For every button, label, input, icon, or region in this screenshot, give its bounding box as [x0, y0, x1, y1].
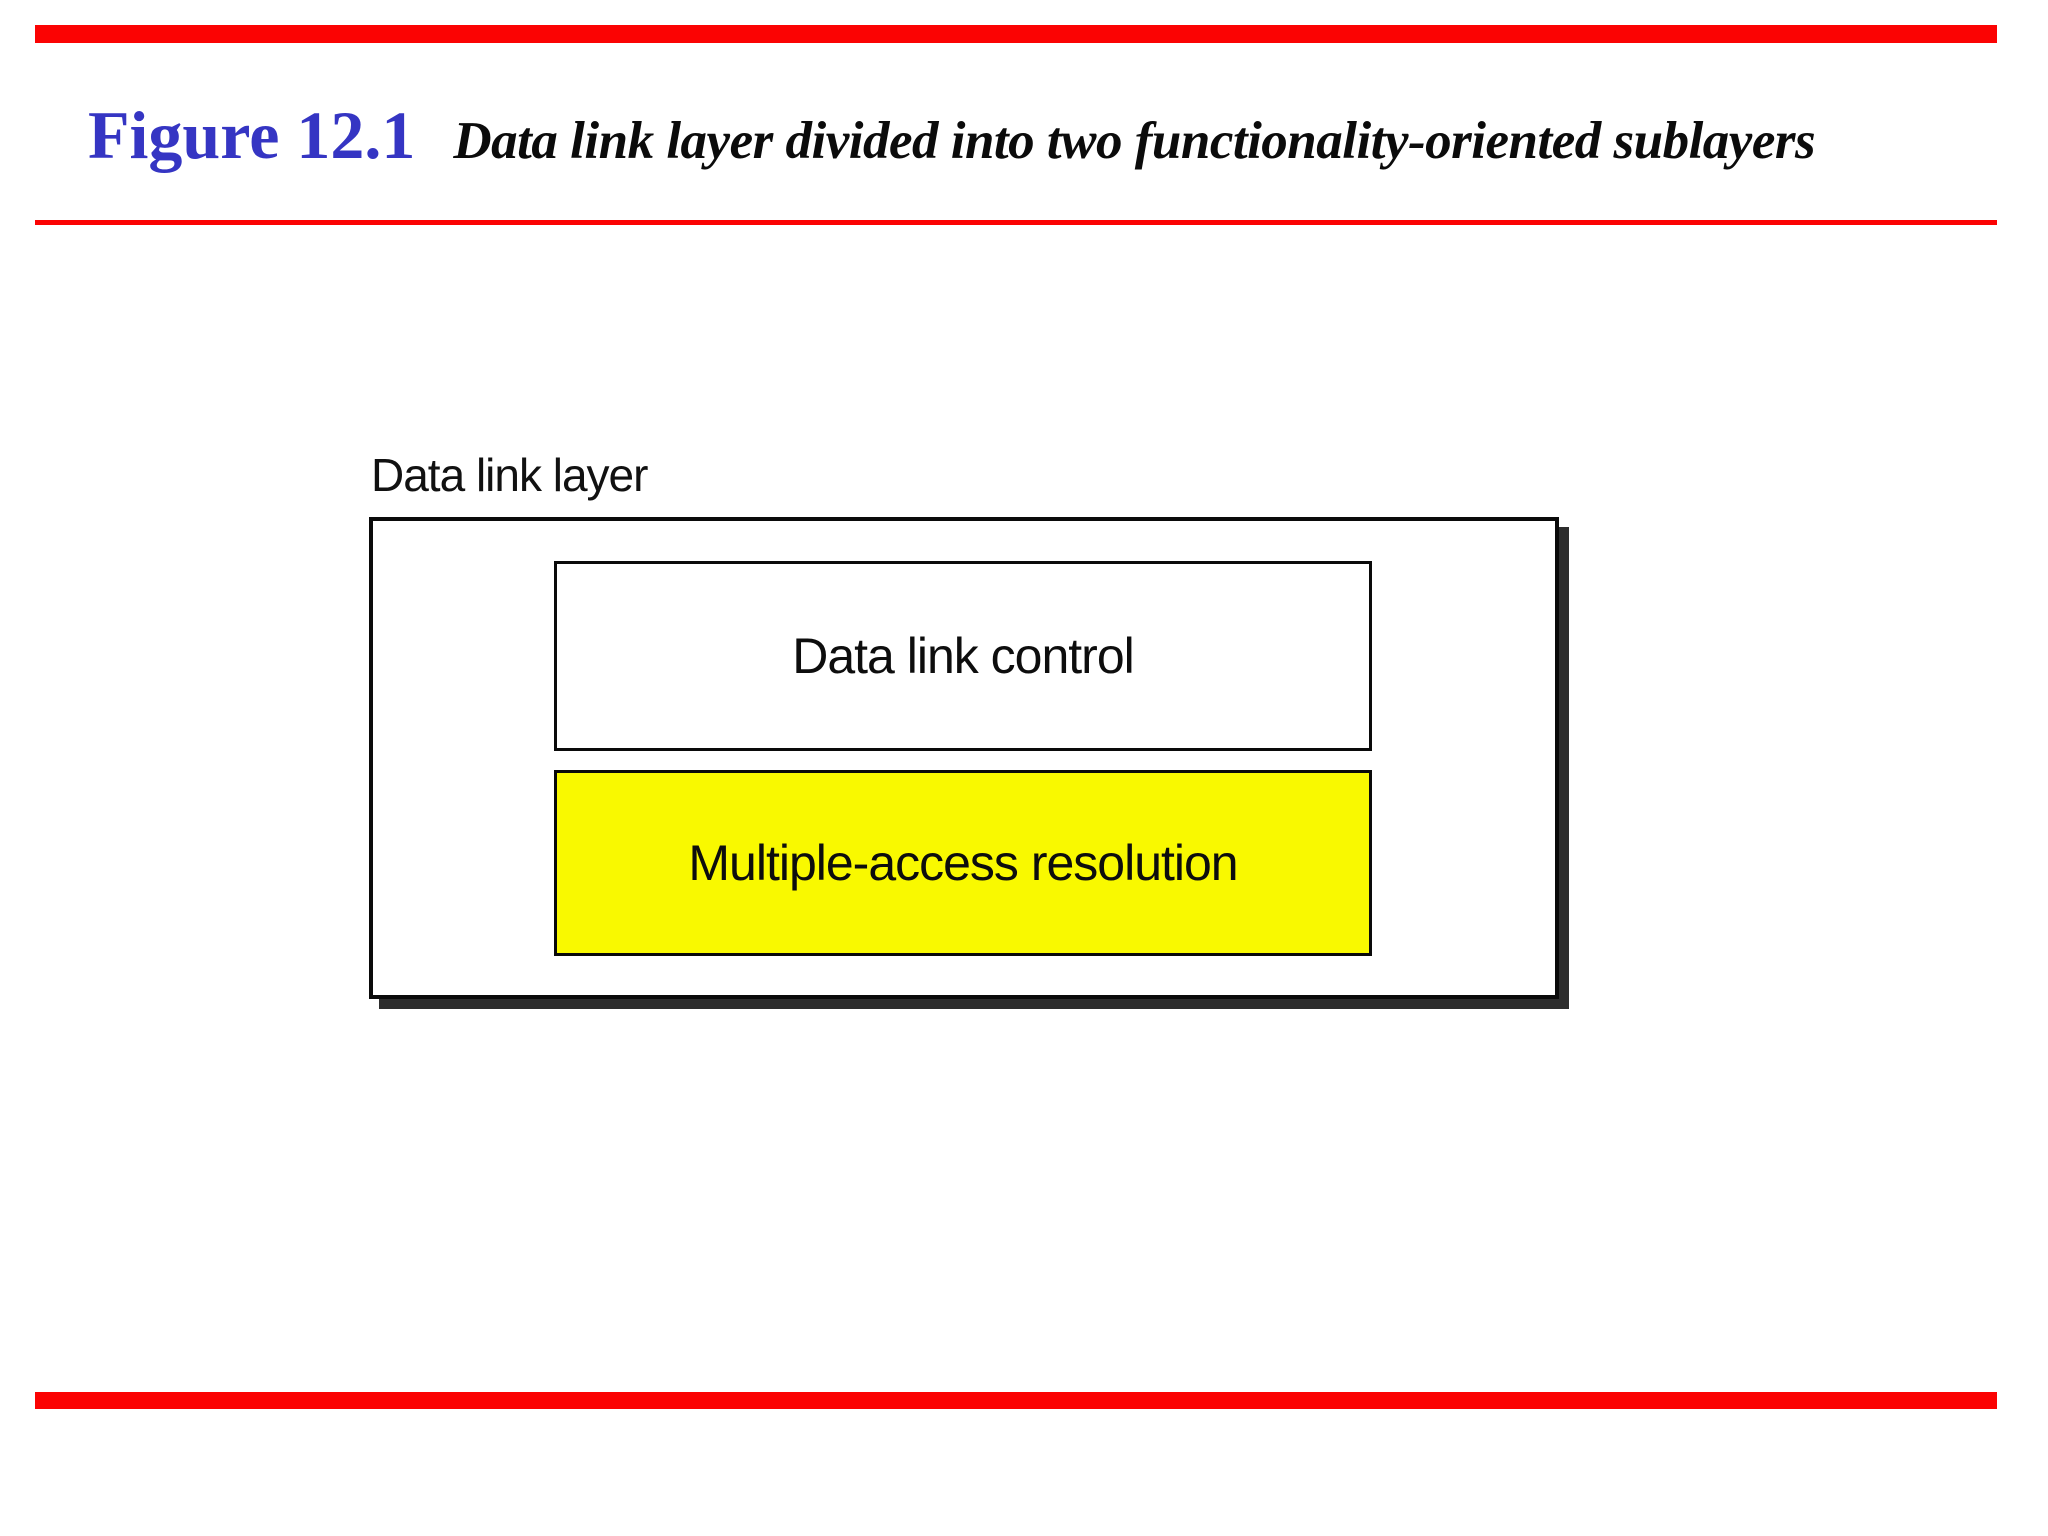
data-link-layer-diagram: Data link layer Data link control Multip… — [369, 448, 1559, 1000]
data-link-layer-box: Data link control Multiple-access resolu… — [369, 517, 1559, 1000]
title-underline-rule — [35, 220, 1997, 225]
figure-number: Figure 12.1 — [88, 97, 416, 173]
bottom-red-bar — [35, 1392, 1997, 1409]
figure-caption: Data link layer divided into two functio… — [453, 112, 1816, 170]
data-link-layer-label: Data link layer — [371, 449, 648, 501]
top-red-bar — [35, 25, 1997, 43]
sublayer-box-data-link-control: Data link control — [554, 561, 1372, 752]
slide-title: Figure 12.1 Data link layer divided into… — [88, 96, 1998, 175]
sublayer-box-multiple-access-resolution: Multiple-access resolution — [554, 770, 1372, 957]
